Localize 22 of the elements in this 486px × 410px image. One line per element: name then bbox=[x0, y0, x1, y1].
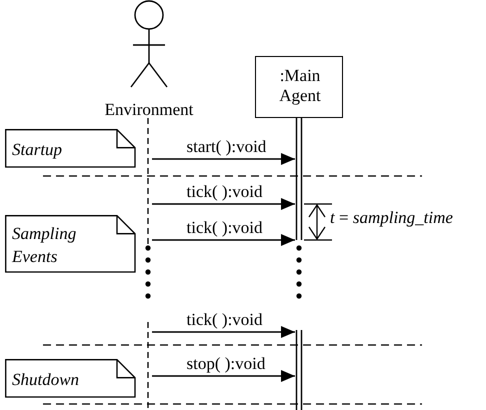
message-label: start( ):void bbox=[186, 137, 268, 157]
actor-name: Environment bbox=[104, 100, 194, 120]
note-text: Shutdown bbox=[12, 369, 80, 391]
message-label: tick( ):void bbox=[186, 310, 264, 330]
lifeline bbox=[144, 118, 152, 410]
message-label: tick( ):void bbox=[186, 218, 264, 238]
dimension-label: t = sampling_time bbox=[330, 208, 453, 228]
note bbox=[5, 129, 136, 168]
message-arrow bbox=[152, 198, 295, 210]
message-arrow bbox=[152, 370, 295, 382]
message-arrow bbox=[152, 326, 295, 338]
message-arrow bbox=[152, 234, 295, 246]
note-text: Startup bbox=[12, 139, 64, 161]
message-arrow bbox=[152, 153, 295, 165]
message-label: stop( ):void bbox=[186, 354, 266, 374]
message-label: tick( ):void bbox=[186, 182, 264, 202]
activation-bar bbox=[295, 118, 303, 410]
object-box bbox=[255, 56, 343, 118]
object-name: :Main Agent bbox=[278, 66, 322, 106]
note bbox=[5, 359, 136, 398]
note-text: Sampling Events bbox=[12, 223, 78, 268]
note bbox=[5, 215, 136, 273]
